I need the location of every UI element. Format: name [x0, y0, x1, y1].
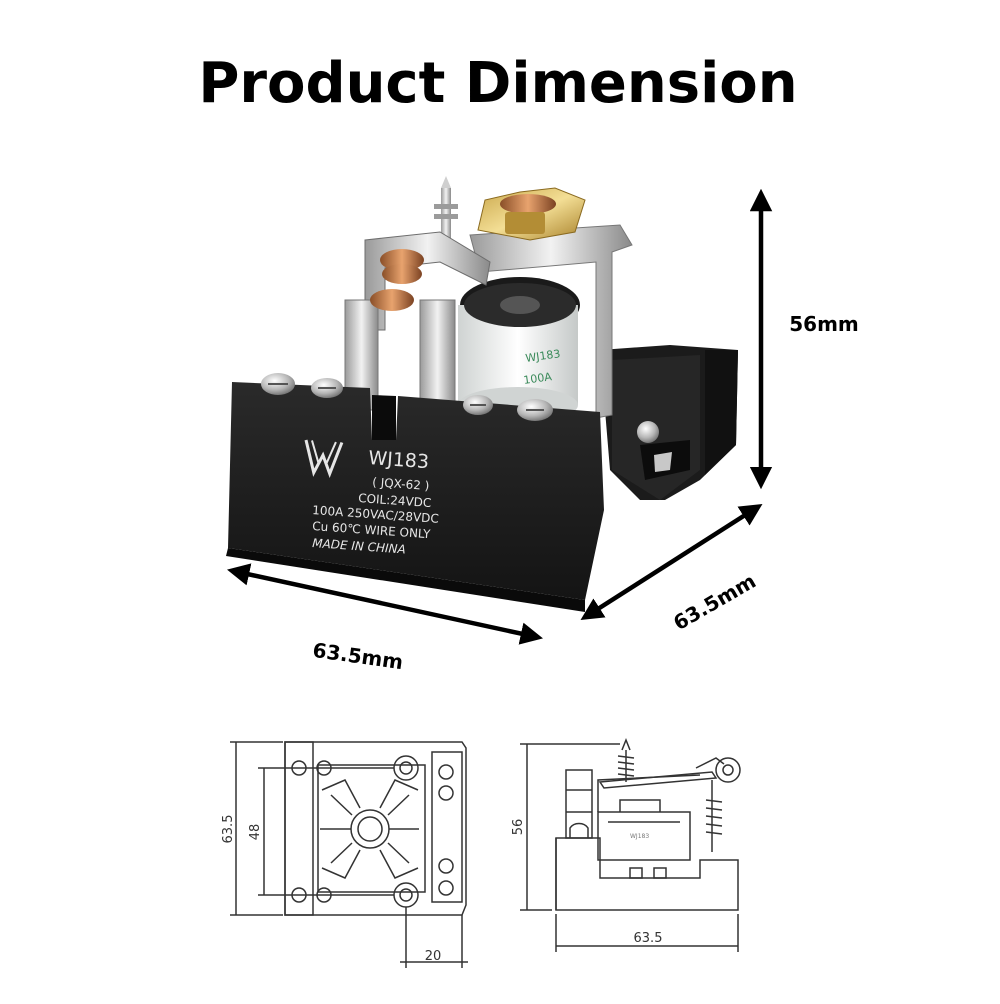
- side-view-width: 63.5: [634, 931, 663, 946]
- top-view-hole-spacing: 48: [248, 824, 263, 841]
- depth-label: 63.5mm: [669, 569, 760, 635]
- terminal-block-right: [600, 345, 738, 500]
- terminal-screws: [261, 373, 553, 421]
- width-label: 63.5mm: [311, 638, 404, 674]
- page-title: Product Dimension: [198, 51, 797, 116]
- relay-body: WJ183 ( JQX-62 ) COIL:24VDC 100A 250VAC/…: [226, 373, 604, 612]
- height-label: 56mm: [789, 312, 859, 336]
- relay-model: WJ183: [368, 447, 430, 473]
- relay-spring-post: [434, 176, 458, 238]
- side-view-chip-print: WJ183: [630, 833, 649, 840]
- width-arrow: [227, 563, 543, 645]
- relay-photo: WJ183 100A: [226, 176, 738, 612]
- top-view-overall-height: 63.5: [221, 815, 236, 844]
- depth-arrow: [580, 503, 763, 621]
- relay-type: ( JQX-62 ): [372, 475, 430, 493]
- relay-origin: MADE IN CHINA: [312, 536, 406, 556]
- relay-contact-arm: [344, 231, 491, 421]
- brand-logo: [304, 439, 344, 478]
- relay-coil: WJ183 100A: [458, 277, 580, 423]
- top-view-offset-width: 20: [425, 949, 442, 964]
- relay-frame: [469, 224, 633, 419]
- relay-coil-rating: COIL:24VDC: [358, 491, 432, 510]
- drawing-top-view: [230, 741, 468, 968]
- coil-print-model: WJ183: [525, 347, 562, 365]
- side-view-height: 56: [511, 819, 526, 836]
- drawing-side-view: [520, 737, 741, 952]
- coil-print-amp: 100A: [523, 370, 554, 387]
- relay-armature: [477, 187, 586, 241]
- relay-label-text: WJ183 ( JQX-62 ) COIL:24VDC 100A 250VAC/…: [312, 447, 439, 556]
